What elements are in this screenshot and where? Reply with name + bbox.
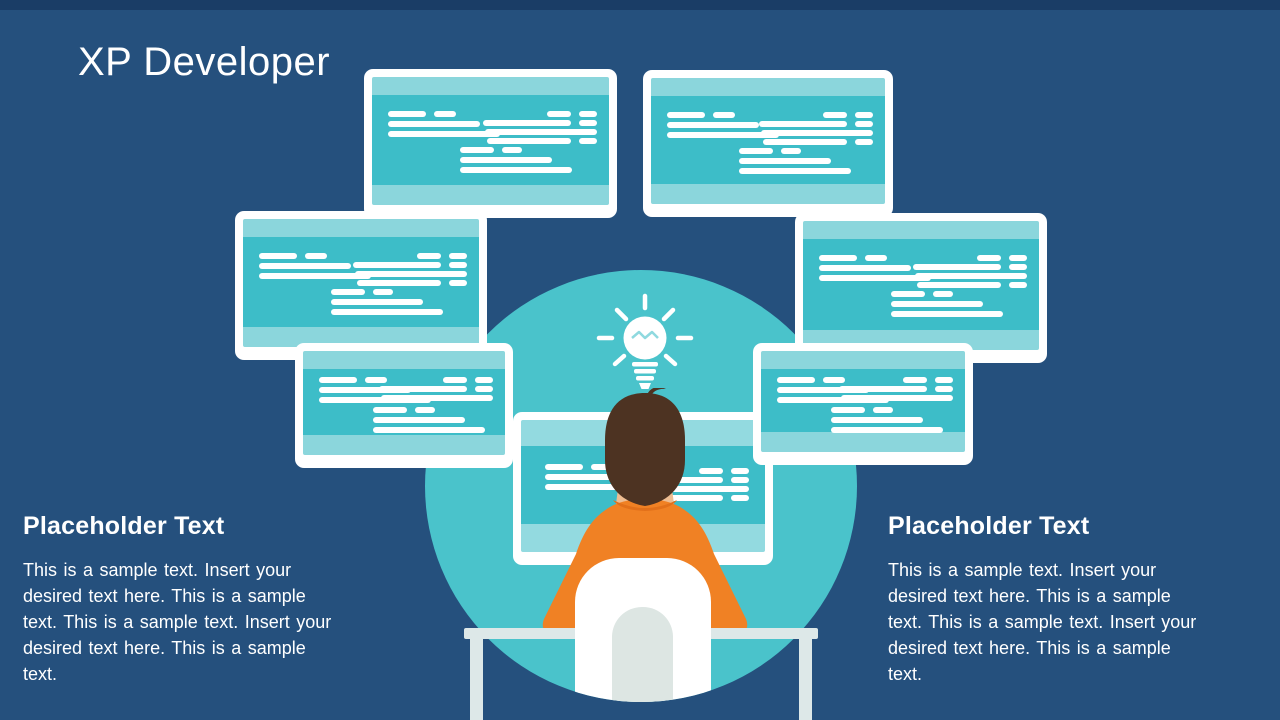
screen-code-area — [372, 95, 609, 185]
code-lines-cluster — [331, 289, 443, 319]
screen-top-band — [243, 219, 479, 237]
body-line: This is a sample text. Insert your — [888, 560, 1157, 580]
code-lines-cluster — [777, 377, 889, 407]
body-line: text. This is a sample text. Insert your — [888, 612, 1197, 632]
body-line: desired text here. This is a sample — [888, 586, 1171, 606]
desk-leg-right — [799, 639, 812, 720]
monitor-display — [761, 351, 965, 452]
lightbulb-icon — [596, 293, 694, 389]
monitor-lower-left — [295, 343, 513, 468]
text-block-left: Placeholder Text This is a sample text. … — [23, 512, 393, 687]
screen-top-band — [761, 351, 965, 369]
screen-bottom-band — [243, 327, 479, 347]
code-lines-cluster — [379, 377, 493, 404]
monitor-mid-left — [235, 211, 487, 360]
code-lines-cluster — [819, 255, 931, 285]
monitor-display — [803, 221, 1039, 350]
code-lines-cluster — [667, 112, 779, 142]
body-line: text. — [888, 664, 923, 684]
code-lines-cluster — [388, 111, 500, 141]
screen-top-band — [803, 221, 1039, 239]
code-lines-cluster — [545, 464, 657, 494]
code-lines-cluster — [831, 407, 943, 437]
monitor-display — [243, 219, 479, 347]
body-line: text. — [23, 664, 58, 684]
screen-top-band — [651, 78, 885, 96]
monitor-top-left — [364, 69, 617, 218]
monitor-display — [372, 77, 609, 205]
code-lines-cluster — [259, 253, 371, 283]
code-lines-cluster — [373, 407, 485, 437]
monitor-display — [651, 78, 885, 204]
developer-figure — [542, 388, 748, 636]
screen-bottom-band — [303, 435, 505, 455]
screen-top-band — [303, 351, 505, 369]
monitor-lower-right — [753, 343, 973, 465]
body-line: desired text here. This is a sample — [888, 638, 1171, 658]
screen-code-area — [803, 239, 1039, 330]
screen-top-band — [372, 77, 609, 95]
monitor-display — [303, 351, 505, 455]
code-lines-cluster — [759, 112, 873, 148]
code-lines-cluster — [891, 291, 1003, 321]
code-lines-cluster — [319, 377, 431, 407]
text-block-right: Placeholder Text This is a sample text. … — [888, 512, 1248, 687]
placeholder-heading-right: Placeholder Text — [888, 512, 1090, 540]
body-line: text. This is a sample text. Insert your — [23, 612, 332, 632]
code-lines-cluster — [460, 147, 572, 177]
body-line: This is a sample text. Insert your — [23, 560, 292, 580]
desk-leg-left — [470, 639, 483, 720]
placeholder-heading-left: Placeholder Text — [23, 512, 225, 540]
monitor-mid-right — [795, 213, 1047, 363]
screen-code-area — [243, 237, 479, 327]
screen-bottom-band — [761, 432, 965, 452]
screen-bottom-band — [651, 184, 885, 204]
body-line: desired text here. This is a sample — [23, 638, 306, 658]
screen-code-area — [651, 96, 885, 184]
body-line: desired text here. This is a sample — [23, 586, 306, 606]
code-lines-cluster — [839, 377, 953, 404]
monitor-top-right — [643, 70, 893, 217]
screen-bottom-band — [372, 185, 609, 205]
desk-top — [464, 628, 818, 639]
slide-title: XP Developer — [78, 40, 331, 84]
code-lines-cluster — [739, 148, 851, 178]
top-accent-bar — [0, 0, 1280, 10]
code-lines-cluster — [353, 253, 467, 289]
code-lines-cluster — [483, 111, 597, 147]
screen-code-area — [303, 369, 505, 435]
screen-code-area — [761, 369, 965, 433]
code-lines-cluster — [913, 255, 1027, 291]
